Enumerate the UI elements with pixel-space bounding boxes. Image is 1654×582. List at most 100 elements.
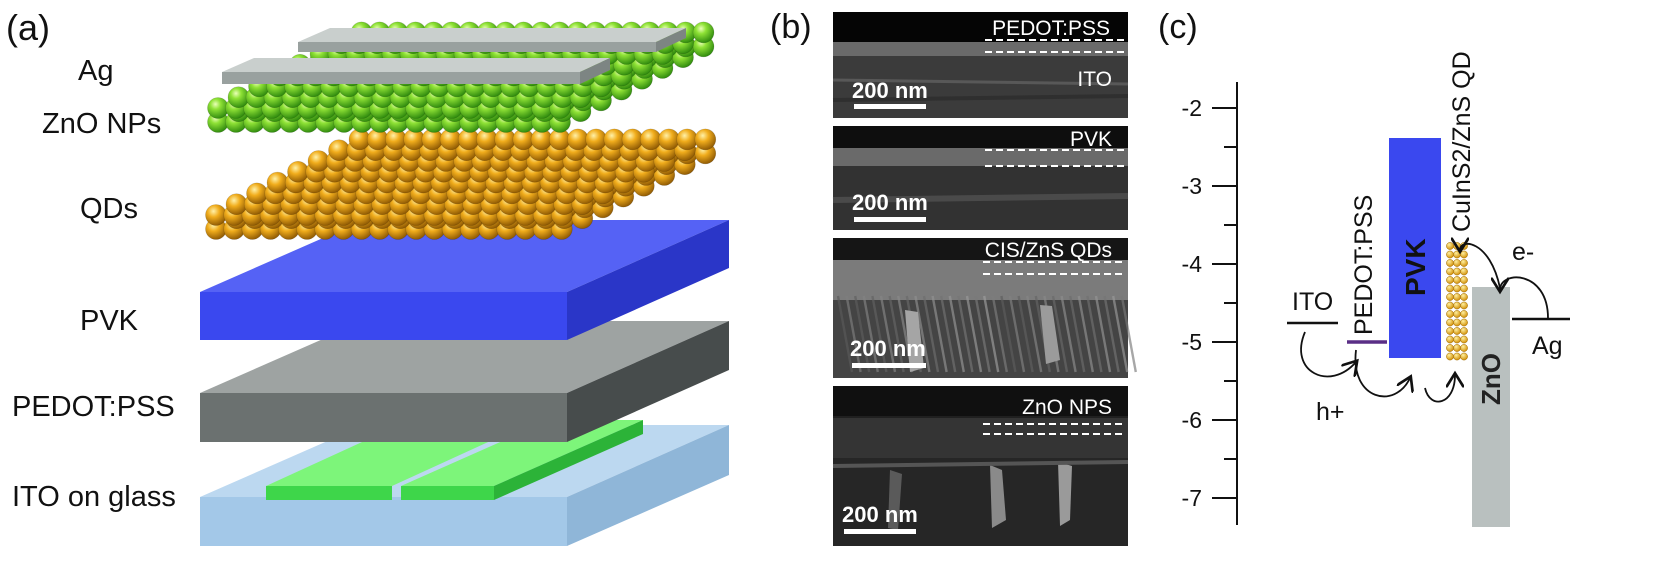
layer-label-zno: ZnO NPs xyxy=(42,108,161,140)
zno-band-label: ZnO xyxy=(1476,353,1506,405)
nanoparticle-sphere xyxy=(621,128,644,151)
panel-c-tag: (c) xyxy=(1158,8,1198,46)
layer-label-qds: QDs xyxy=(80,193,138,225)
ito-strip-left xyxy=(266,432,510,486)
tick-label: -4 xyxy=(1182,251,1203,277)
ito-glass-slab xyxy=(200,420,729,546)
nanoparticle-sphere xyxy=(328,139,350,161)
qd-dot xyxy=(1446,344,1454,352)
nanoparticle-sphere xyxy=(287,161,309,183)
sem-label: CIS/ZnS QDs xyxy=(985,239,1112,262)
qd-dot xyxy=(1453,344,1461,352)
pvk-band xyxy=(1389,138,1441,358)
panel-b: (b) PEDOT:PSS ITO 200 nm PVK 20 xyxy=(770,8,1137,546)
qd-dot xyxy=(1453,250,1461,259)
nanoparticle-sphere xyxy=(676,128,698,151)
tick-label: -6 xyxy=(1182,407,1202,433)
nanoparticle-sphere xyxy=(658,128,680,151)
layer-label-ito: ITO on glass xyxy=(12,481,176,513)
qd-dot xyxy=(1446,310,1454,318)
scale-bar xyxy=(854,217,926,222)
qd-dot xyxy=(1453,352,1461,361)
qd-dot xyxy=(1453,327,1461,335)
nanoparticle-sphere xyxy=(639,128,662,151)
pvk-slab xyxy=(200,220,729,340)
hole-arrow xyxy=(1300,331,1356,376)
tick-label: -2 xyxy=(1182,95,1202,121)
sem-label: PVK xyxy=(1070,128,1112,151)
sem-label: PEDOT:PSS xyxy=(992,17,1110,40)
qd-dot xyxy=(1460,301,1468,310)
sem-texture xyxy=(836,295,1137,373)
scale-bar xyxy=(852,363,926,368)
qd-dot xyxy=(1453,276,1461,284)
pvk-band-label: PVK xyxy=(1400,238,1431,296)
hole-arrow xyxy=(1424,375,1455,403)
qd-dot xyxy=(1446,284,1454,293)
panel-a: (a) Ag ZnO NPs QDs PVK PEDOT:PSS ITO on … xyxy=(6,7,729,546)
nanoparticle-sphere xyxy=(225,193,248,215)
qd-dot xyxy=(1460,344,1468,352)
zno-band xyxy=(1472,287,1510,527)
qd-dot xyxy=(1446,250,1454,259)
nanoparticle-sphere xyxy=(266,171,289,194)
qd-dot xyxy=(1453,284,1461,293)
nanoparticle-sphere xyxy=(603,128,626,151)
electron-arrow xyxy=(1460,244,1501,289)
qd-label: CuInS2/ZnS QD xyxy=(1448,51,1476,232)
hole-arrow xyxy=(1354,349,1410,398)
qd-dot xyxy=(1460,276,1468,284)
scale-bar xyxy=(854,104,926,109)
qd-dot xyxy=(1446,267,1454,276)
sem-image-zno: ZnO NPS 200 nm xyxy=(832,386,1129,546)
nanoparticle-sphere xyxy=(694,128,717,151)
tick-label: -7 xyxy=(1182,485,1202,511)
hole-label: h+ xyxy=(1316,398,1345,426)
qd-dot xyxy=(1460,327,1468,335)
tick-label: -5 xyxy=(1182,329,1202,355)
qd-dot xyxy=(1460,267,1468,276)
electron-label: e- xyxy=(1512,238,1534,266)
energy-axis-ticks: -2 -3 -4 -5 -6 -7 xyxy=(1182,95,1237,511)
qd-dot xyxy=(1453,259,1461,267)
ag-electrode-back xyxy=(298,28,686,52)
sem-sublabel: ITO xyxy=(1077,68,1112,91)
qd-dot xyxy=(1446,276,1454,284)
ito-strip-right xyxy=(401,420,643,486)
qd-dot xyxy=(1453,267,1461,276)
qd-dot xyxy=(1446,242,1454,250)
nanoparticle-sphere xyxy=(307,150,330,172)
scale-bar-label: 200 nm xyxy=(852,78,928,103)
sem-image-pedot: PEDOT:PSS ITO 200 nm xyxy=(832,12,1129,118)
qd-dot xyxy=(1460,259,1468,267)
ag-electrode-front xyxy=(222,58,610,84)
nanoparticle-sphere xyxy=(585,128,607,151)
qd-dot xyxy=(1453,293,1461,301)
sem-image-cis-qds: CIS/ZnS QDs 200 nm xyxy=(833,238,1137,378)
layer-label-pedot: PEDOT:PSS xyxy=(12,391,175,423)
qd-sphere-layer xyxy=(205,128,717,240)
qd-dot xyxy=(1446,318,1454,327)
qd-dot xyxy=(1446,327,1454,335)
qd-dot xyxy=(1460,352,1468,361)
tick-label: -3 xyxy=(1182,173,1202,199)
sem-label: ZnO NPS xyxy=(1022,396,1112,419)
qd-dot xyxy=(1446,293,1454,301)
panel-b-tag: (b) xyxy=(770,8,812,46)
nanoparticle-sphere xyxy=(692,21,715,44)
qd-dot xyxy=(1460,250,1468,259)
ito-label: ITO xyxy=(1292,288,1333,316)
pedot-label: PEDOT:PSS xyxy=(1350,195,1378,335)
layer-label-ag: Ag xyxy=(78,55,113,87)
qd-dot xyxy=(1460,335,1468,344)
qd-dot xyxy=(1453,335,1461,344)
qd-dot xyxy=(1446,301,1454,310)
sem-image-pvk: PVK 200 nm xyxy=(832,126,1129,230)
scale-bar xyxy=(844,529,916,534)
panel-a-tag: (a) xyxy=(6,7,50,48)
nanoparticle-sphere xyxy=(567,128,589,151)
electron-arrow xyxy=(1500,276,1549,319)
qd-dot xyxy=(1460,318,1468,327)
scale-bar-label: 200 nm xyxy=(842,502,918,527)
